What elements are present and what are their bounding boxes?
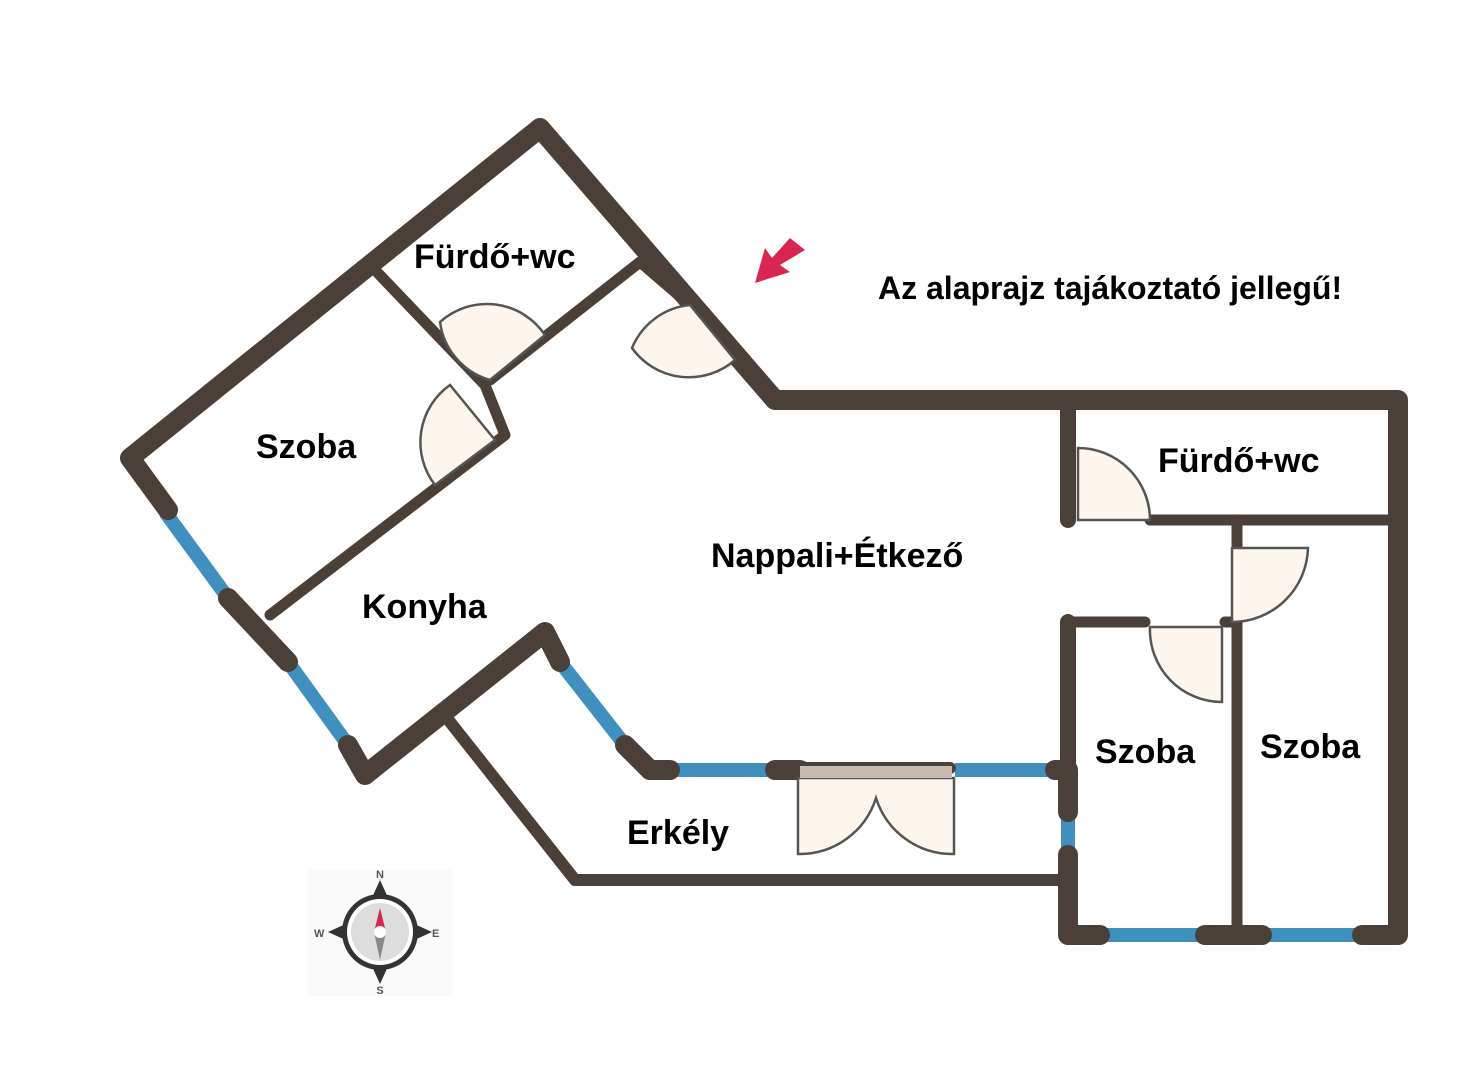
wall [1058,845,1110,945]
compass-n: N [376,869,384,881]
compass-w: W [314,928,325,940]
room-label-kitchen: Konyha [362,588,487,626]
door-room-mid[interactable] [1148,625,1224,704]
room-label-bath-right: Fürdő+wc [1158,442,1320,480]
wall [338,622,570,785]
doors[interactable] [419,302,1310,856]
wall [120,118,1408,945]
door-balcony[interactable] [796,776,956,856]
room-label-room-right: Szoba [1260,728,1361,766]
compass-s: S [376,985,383,997]
window [159,507,234,603]
door-room-left[interactable] [419,383,497,487]
window [282,657,354,750]
door-bath-top[interactable] [438,302,547,382]
wall [264,264,511,621]
room-label-room-left: Szoba [256,428,357,466]
room-label-balcony: Erkély [627,814,730,852]
entrance-arrow-icon [755,238,805,283]
disclaimer-text: Az alaprajz tajákoztató jellegű! [878,270,1343,306]
door-balcony-frame [800,766,952,778]
door-bath-right[interactable] [1076,446,1152,522]
wall [218,588,298,672]
window [554,657,631,750]
room-label-living: Nappali+Étkező [711,537,964,575]
balcony-railing [444,716,1066,886]
door-entrance[interactable] [630,303,737,379]
exterior-walls [120,118,1408,945]
room-label-room-mid: Szoba [1095,733,1196,771]
room-label-bath-top: Fürdő+wc [414,238,576,276]
compass-icon: N S E W [308,869,452,997]
door-room-right[interactable] [1230,546,1310,624]
interior-walls [264,256,1396,941]
wall [615,735,680,780]
compass-e: E [432,928,439,940]
